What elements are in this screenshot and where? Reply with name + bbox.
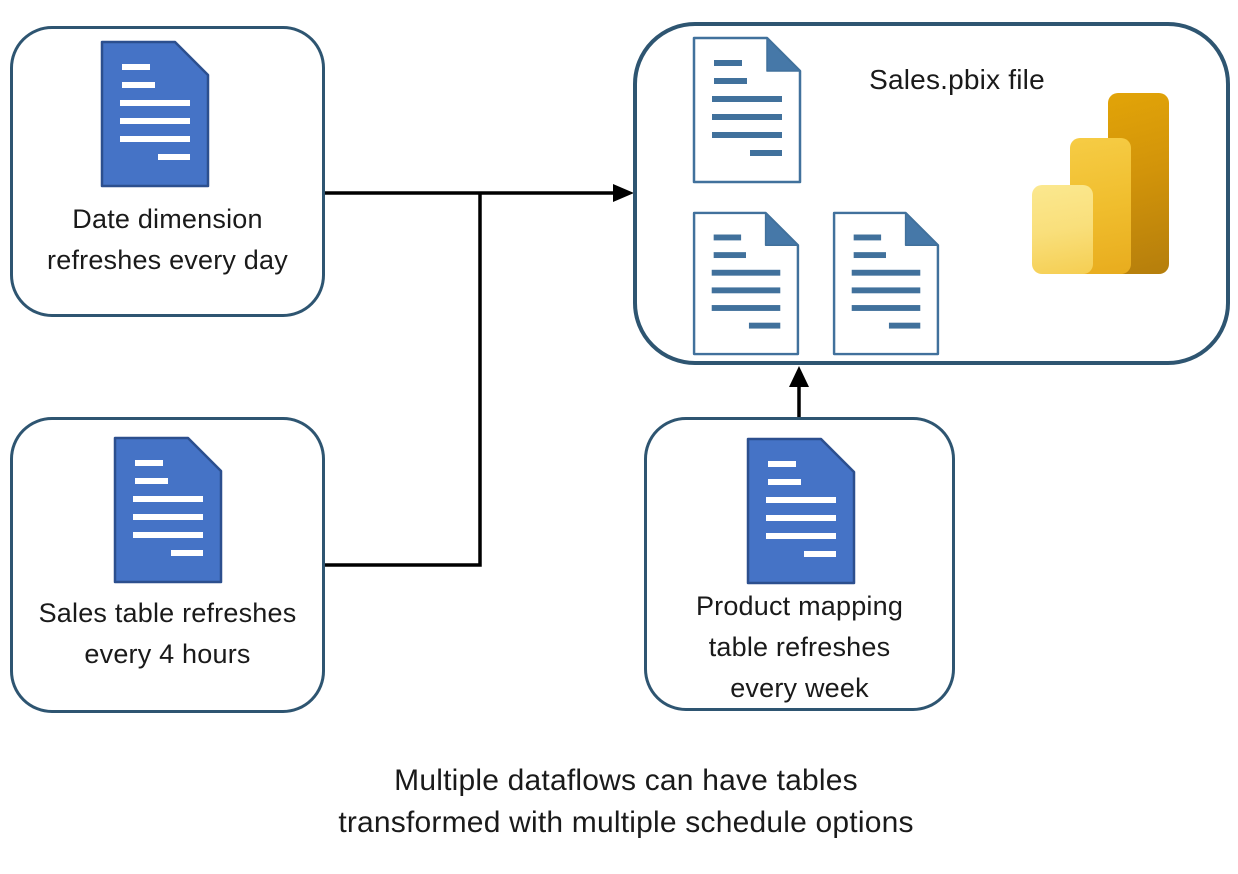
document-icon: [746, 437, 856, 585]
document-icon: [113, 436, 223, 584]
document-outline-icon: [692, 36, 802, 184]
label-line: Date dimension: [72, 204, 263, 234]
merged-right-arrow-icon: [322, 184, 634, 567]
pbix-file-title: Sales.pbix file: [869, 64, 1045, 95]
label-line: Product mapping: [695, 591, 904, 621]
power-bi-bar-short: [1032, 185, 1093, 274]
document-icon: [100, 40, 210, 188]
label-line: every week: [730, 673, 869, 703]
caption-line: Multiple dataflows can have tables: [394, 764, 858, 797]
dataflow-box-product-mapping: Product mapping table refreshes every we…: [644, 417, 955, 711]
label-line: table refreshes: [708, 632, 891, 662]
dataflow-box-sales-table: Sales table refreshes every 4 hours: [10, 417, 325, 713]
document-outline-icon: [832, 211, 940, 356]
label-line: refreshes every day: [47, 245, 288, 275]
dataflow-label-product-mapping: Product mapping table refreshes every we…: [647, 586, 952, 709]
dataflow-box-date-dimension: Date dimension refreshes every day: [10, 26, 325, 317]
dataflow-label-sales-table: Sales table refreshes every 4 hours: [13, 593, 322, 675]
document-outline-icon: [692, 211, 800, 356]
label-line: every 4 hours: [84, 639, 251, 669]
diagram-caption: Multiple dataflows can have tables trans…: [7, 760, 1238, 844]
pbix-file-box: Sales.pbix file: [633, 22, 1230, 365]
dataflow-label-date-dimension: Date dimension refreshes every day: [13, 199, 322, 281]
power-bi-logo-icon: [1032, 93, 1169, 275]
up-arrow-icon: [789, 366, 809, 418]
label-line: Sales table refreshes: [38, 598, 297, 628]
caption-line: transformed with multiple schedule optio…: [338, 806, 914, 839]
